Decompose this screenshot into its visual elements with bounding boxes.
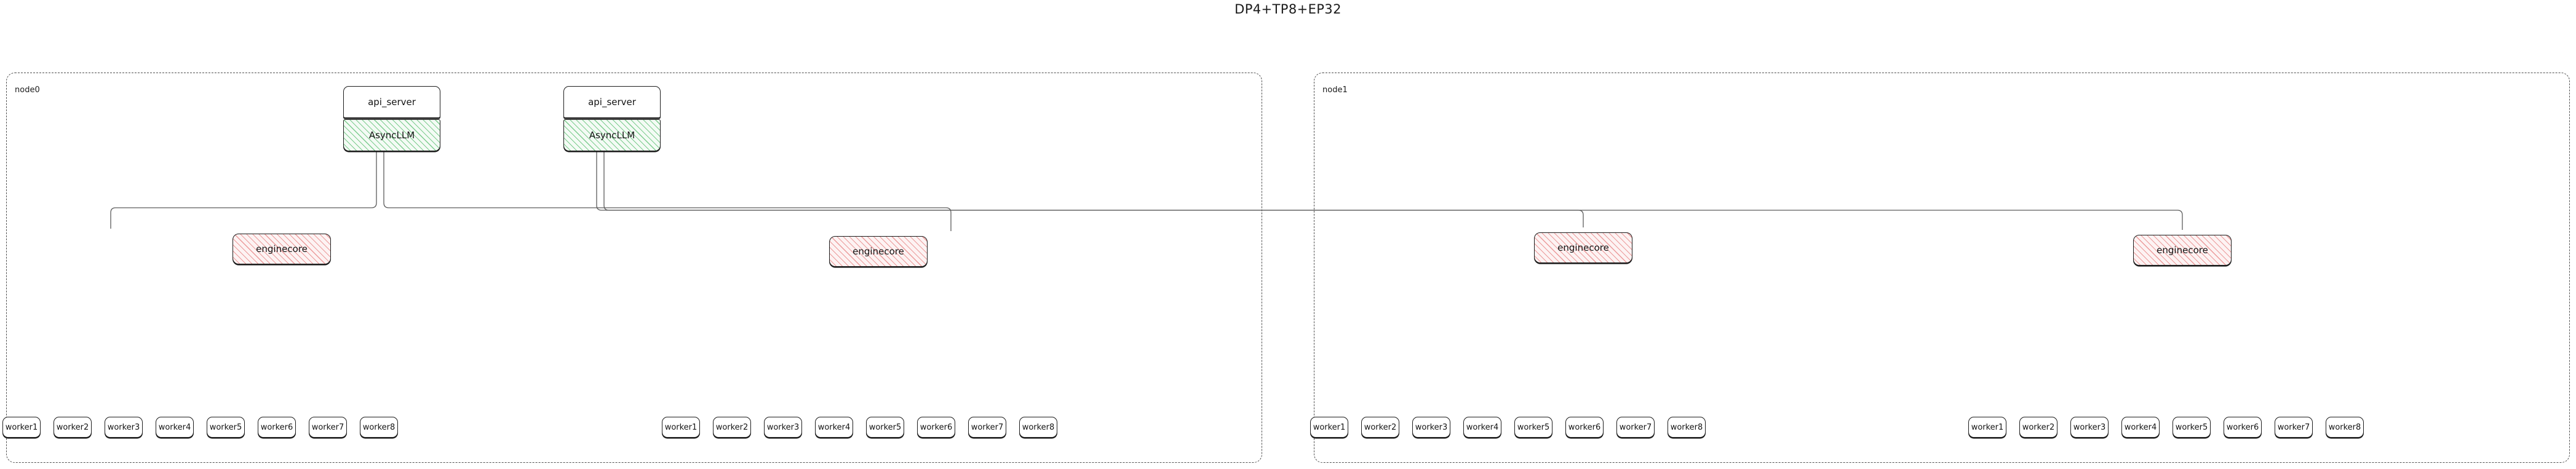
worker-box-node1-g2-worker1[interactable]: worker1 <box>1310 417 1348 438</box>
worker-label: worker2 <box>2022 422 2055 432</box>
enginecore-box-2[interactable]: enginecore <box>1534 232 1632 263</box>
worker-box-node1-g2-worker7[interactable]: worker7 <box>1616 417 1655 438</box>
worker-box-node1-g3-worker2[interactable]: worker2 <box>2019 417 2057 438</box>
worker-box-node0-g1-worker7[interactable]: worker7 <box>968 417 1006 438</box>
worker-label: worker6 <box>260 422 293 432</box>
worker-label: worker8 <box>1022 422 1055 432</box>
enginecore-label: enginecore <box>2157 245 2208 256</box>
worker-box-node0-g0-worker3[interactable]: worker3 <box>105 417 143 438</box>
enginecore-label: enginecore <box>1557 242 1609 253</box>
worker-label: worker3 <box>2073 422 2106 432</box>
cluster-node0 <box>6 73 1262 463</box>
worker-box-node0-g0-worker1[interactable]: worker1 <box>2 417 41 438</box>
worker-label: worker6 <box>1568 422 1601 432</box>
worker-label: worker5 <box>209 422 242 432</box>
worker-label: worker2 <box>715 422 749 432</box>
async-llm-label: AsyncLLM <box>589 130 635 141</box>
worker-label: worker4 <box>158 422 191 432</box>
worker-box-node0-g1-worker8[interactable]: worker8 <box>1019 417 1057 438</box>
worker-box-node1-g3-worker1[interactable]: worker1 <box>1968 417 2006 438</box>
async-llm-box-0[interactable]: AsyncLLM <box>343 119 440 151</box>
worker-box-node1-g3-worker8[interactable]: worker8 <box>2326 417 2364 438</box>
worker-box-node1-g2-worker2[interactable]: worker2 <box>1361 417 1399 438</box>
worker-box-node1-g2-worker6[interactable]: worker6 <box>1565 417 1604 438</box>
api-server-label: api_server <box>588 97 636 108</box>
api-server-box-1[interactable]: api_server <box>563 86 661 118</box>
cluster-label-node1: node1 <box>1322 85 1348 95</box>
enginecore-box-3[interactable]: enginecore <box>2133 235 2232 266</box>
api-server-box-0[interactable]: api_server <box>343 86 440 118</box>
cluster-label-node0: node0 <box>15 85 40 95</box>
worker-label: worker6 <box>920 422 953 432</box>
enginecore-box-1[interactable]: enginecore <box>829 236 928 267</box>
worker-box-node0-g1-worker3[interactable]: worker3 <box>764 417 802 438</box>
worker-box-node1-g2-worker5[interactable]: worker5 <box>1514 417 1552 438</box>
async-llm-box-1[interactable]: AsyncLLM <box>563 119 661 151</box>
worker-box-node0-g0-worker2[interactable]: worker2 <box>54 417 92 438</box>
worker-box-node0-g1-worker4[interactable]: worker4 <box>815 417 853 438</box>
worker-label: worker1 <box>1313 422 1346 432</box>
worker-box-node1-g3-worker5[interactable]: worker5 <box>2173 417 2211 438</box>
enginecore-box-0[interactable]: enginecore <box>233 234 331 264</box>
api-server-label: api_server <box>368 97 416 108</box>
worker-box-node0-g0-worker4[interactable]: worker4 <box>156 417 194 438</box>
worker-label: worker8 <box>1670 422 1703 432</box>
worker-box-node0-g0-worker6[interactable]: worker6 <box>258 417 296 438</box>
worker-label: worker1 <box>5 422 38 432</box>
worker-label: worker8 <box>2328 422 2361 432</box>
async-llm-label: AsyncLLM <box>368 130 415 141</box>
worker-label: worker5 <box>869 422 902 432</box>
worker-box-node1-g2-worker8[interactable]: worker8 <box>1668 417 1706 438</box>
enginecore-label: enginecore <box>853 246 904 257</box>
worker-box-node0-g1-worker2[interactable]: worker2 <box>713 417 751 438</box>
worker-box-node0-g1-worker6[interactable]: worker6 <box>917 417 955 438</box>
worker-label: worker1 <box>664 422 698 432</box>
worker-label: worker6 <box>2226 422 2259 432</box>
worker-box-node1-g3-worker7[interactable]: worker7 <box>2275 417 2313 438</box>
diagram-title: DP4+TP8+EP32 <box>1234 2 1342 17</box>
worker-label: worker5 <box>1517 422 1550 432</box>
worker-label: worker2 <box>56 422 89 432</box>
worker-box-node1-g3-worker6[interactable]: worker6 <box>2224 417 2262 438</box>
cluster-node1 <box>1314 73 2570 463</box>
worker-box-node0-g0-worker7[interactable]: worker7 <box>309 417 347 438</box>
worker-box-node0-g0-worker5[interactable]: worker5 <box>207 417 245 438</box>
worker-label: worker7 <box>2277 422 2310 432</box>
worker-label: worker7 <box>971 422 1004 432</box>
worker-box-node1-g3-worker3[interactable]: worker3 <box>2070 417 2109 438</box>
worker-label: worker4 <box>817 422 851 432</box>
worker-label: worker3 <box>1415 422 1448 432</box>
worker-box-node0-g1-worker5[interactable]: worker5 <box>866 417 904 438</box>
worker-label: worker8 <box>362 422 396 432</box>
worker-box-node0-g0-worker8[interactable]: worker8 <box>360 417 398 438</box>
worker-label: worker5 <box>2175 422 2208 432</box>
worker-label: worker4 <box>2124 422 2157 432</box>
worker-label: worker3 <box>766 422 800 432</box>
enginecore-label: enginecore <box>256 243 308 254</box>
worker-box-node1-g2-worker4[interactable]: worker4 <box>1463 417 1501 438</box>
worker-label: worker4 <box>1466 422 1499 432</box>
worker-box-node1-g2-worker3[interactable]: worker3 <box>1412 417 1450 438</box>
worker-label: worker7 <box>1619 422 1652 432</box>
worker-label: worker3 <box>107 422 140 432</box>
worker-box-node1-g3-worker4[interactable]: worker4 <box>2121 417 2160 438</box>
worker-label: worker1 <box>1971 422 2004 432</box>
worker-label: worker2 <box>1364 422 1397 432</box>
worker-box-node0-g1-worker1[interactable]: worker1 <box>662 417 700 438</box>
worker-label: worker7 <box>311 422 344 432</box>
